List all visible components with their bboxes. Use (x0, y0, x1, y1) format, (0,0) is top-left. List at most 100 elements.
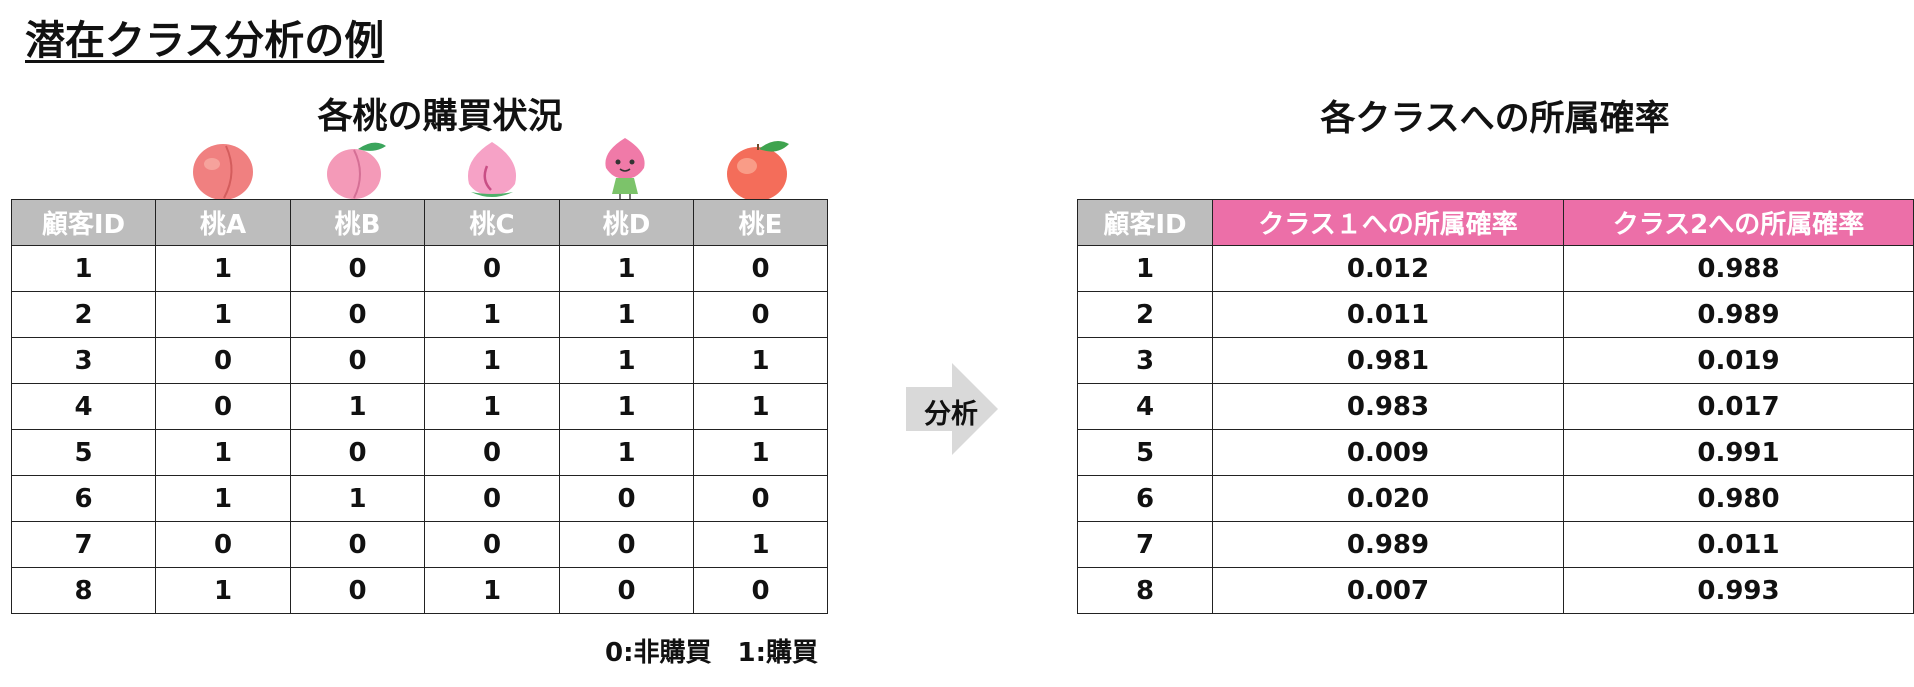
table-row: 6 0.020 0.980 (1077, 475, 1914, 522)
table-cell: 6 (1077, 475, 1213, 522)
table-cell: 1 (559, 383, 694, 430)
table-row: 5 0.009 0.991 (1077, 429, 1914, 476)
table-row: 3 0 0 1 1 1 (11, 337, 828, 384)
table-cell: 0.007 (1212, 567, 1564, 614)
table-row: 6 1 1 0 0 0 (11, 475, 828, 522)
table-cell: 1 (155, 567, 291, 614)
purchase-table: 顧客ID 桃A 桃B 桃C 桃D 桃E 1 1 0 0 1 0 2 1 0 1 … (11, 199, 828, 614)
table-cell: 1 (424, 291, 560, 338)
table-cell: 0.011 (1212, 291, 1564, 338)
table-cell: 0.991 (1563, 429, 1914, 476)
table-cell: 0.989 (1563, 291, 1914, 338)
table-row: 2 1 0 1 1 0 (11, 291, 828, 338)
peach-d-icon (605, 138, 645, 202)
table-cell: 1 (693, 337, 828, 384)
table-header-row: 顧客ID 桃A 桃B 桃C 桃D 桃E (11, 199, 828, 246)
table-row: 2 0.011 0.989 (1077, 291, 1914, 338)
table-cell: 7 (11, 521, 156, 568)
table-cell: 1 (693, 521, 828, 568)
table-row: 4 0.983 0.017 (1077, 383, 1914, 430)
table-cell: 0 (290, 291, 425, 338)
table-cell: 0.983 (1212, 383, 1564, 430)
table-cell: 0.009 (1212, 429, 1564, 476)
column-header: クラス１への所属確率 (1212, 199, 1564, 246)
table-cell: 4 (11, 383, 156, 430)
column-header: 桃D (559, 199, 694, 246)
table-cell: 1 (155, 429, 291, 476)
table-cell: 1 (11, 245, 156, 292)
table-cell: 0 (155, 383, 291, 430)
table-cell: 0.020 (1212, 475, 1564, 522)
table-row: 7 0 0 0 0 1 (11, 521, 828, 568)
table-cell: 0.989 (1212, 521, 1564, 568)
arrow-label: 分析 (924, 399, 978, 430)
probability-table: 顧客ID クラス１への所属確率 クラス2への所属確率 1 0.012 0.988… (1077, 199, 1914, 614)
table-row: 8 1 0 1 0 0 (11, 567, 828, 614)
peach-c-icon (467, 142, 517, 197)
peach-e-icon (727, 140, 789, 201)
purchase-section-title: 各桃の購買状況 (317, 97, 563, 137)
table-cell: 0.981 (1212, 337, 1564, 384)
table-cell: 2 (11, 291, 156, 338)
table-row: 4 0 1 1 1 1 (11, 383, 828, 430)
table-row: 7 0.989 0.011 (1077, 521, 1914, 568)
table-cell: 0.988 (1563, 245, 1914, 292)
table-cell: 0 (693, 245, 828, 292)
table-cell: 0 (290, 567, 425, 614)
table-cell: 5 (11, 429, 156, 476)
table-cell: 1 (424, 567, 560, 614)
probability-section-title: 各クラスへの所属確率 (1320, 99, 1670, 139)
table-cell: 0 (559, 567, 694, 614)
table-cell: 8 (11, 567, 156, 614)
table-cell: 1 (559, 337, 694, 384)
table-cell: 1 (424, 383, 560, 430)
table-row: 1 0.012 0.988 (1077, 245, 1914, 292)
table-cell: 1 (155, 245, 291, 292)
column-header: 桃C (424, 199, 560, 246)
table-cell: 0.019 (1563, 337, 1914, 384)
peach-b-icon (327, 142, 386, 199)
table-row: 1 1 0 0 1 0 (11, 245, 828, 292)
table-cell: 0 (424, 475, 560, 522)
table-cell: 1 (155, 475, 291, 522)
table-cell: 0 (424, 521, 560, 568)
table-row: 5 1 0 0 1 1 (11, 429, 828, 476)
table-row: 3 0.981 0.019 (1077, 337, 1914, 384)
page-title: 潜在クラス分析の例 (25, 18, 385, 64)
table-cell: 0 (290, 245, 425, 292)
table-cell: 5 (1077, 429, 1213, 476)
table-cell: 0 (693, 475, 828, 522)
column-header: 桃B (290, 199, 425, 246)
right-arrow-icon (906, 363, 998, 455)
peach-a-icon (193, 144, 253, 200)
table-cell: 0 (693, 291, 828, 338)
table-cell: 3 (1077, 337, 1213, 384)
table-cell: 1 (693, 383, 828, 430)
table-cell: 0 (155, 337, 291, 384)
table-cell: 0 (290, 337, 425, 384)
table-cell: 1 (424, 337, 560, 384)
table-cell: 0.011 (1563, 521, 1914, 568)
table-cell: 0.993 (1563, 567, 1914, 614)
table-cell: 0 (290, 429, 425, 476)
table-cell: 7 (1077, 521, 1213, 568)
table-cell: 0 (155, 521, 291, 568)
table-cell: 4 (1077, 383, 1213, 430)
column-header: 顧客ID (11, 199, 156, 246)
table-cell: 0.012 (1212, 245, 1564, 292)
table-cell: 1 (559, 245, 694, 292)
table-cell: 1 (155, 291, 291, 338)
table-cell: 0 (559, 521, 694, 568)
column-header: クラス2への所属確率 (1563, 199, 1914, 246)
table-cell: 2 (1077, 291, 1213, 338)
table-cell: 1 (290, 475, 425, 522)
table-cell: 0 (424, 429, 560, 476)
table-cell: 0 (693, 567, 828, 614)
purchase-legend: 0:非購買 1:購買 (605, 638, 818, 668)
table-cell: 6 (11, 475, 156, 522)
table-cell: 0 (424, 245, 560, 292)
table-cell: 3 (11, 337, 156, 384)
table-cell: 8 (1077, 567, 1213, 614)
column-header: 桃A (155, 199, 291, 246)
column-header: 桃E (693, 199, 828, 246)
